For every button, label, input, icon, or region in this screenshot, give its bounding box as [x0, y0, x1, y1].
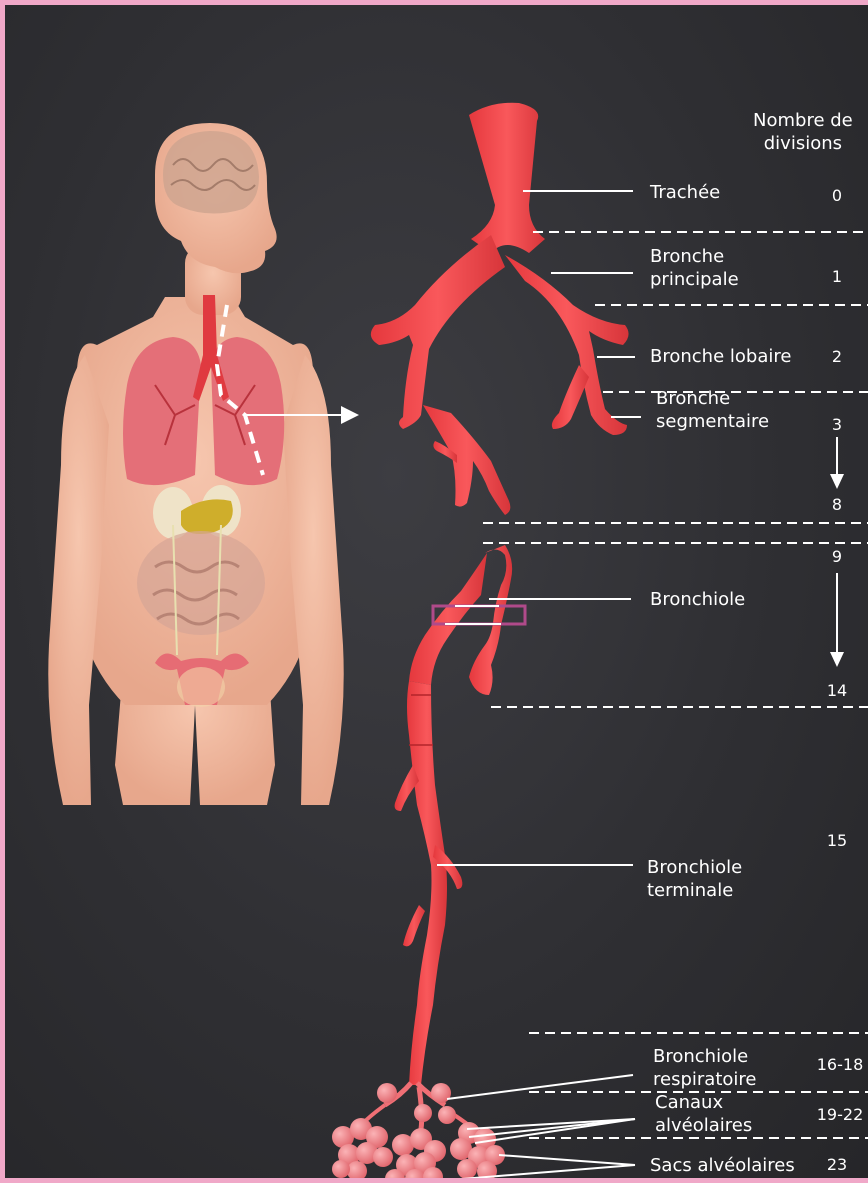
label-bronchiole-respiratoire: Bronchiole respiratoire [653, 1045, 756, 1091]
label-canaux-alveolaires: Canaux alvéolaires [655, 1091, 752, 1137]
label-bronchiole-terminale: Bronchiole terminale [647, 856, 742, 902]
label-bronchiole-terminale-line1: Bronchiole [647, 856, 742, 879]
division-number-3: 3 [817, 415, 857, 435]
label-bronchiole-terminale-line2: terminale [647, 879, 742, 902]
label-bronchiole-text: Bronchiole [650, 589, 745, 610]
label-bronche-principale: Bronche principale [650, 245, 739, 291]
division-number-16-18: 16-18 [811, 1055, 868, 1075]
division-number-14: 14 [817, 681, 857, 701]
label-bronche-principale-line1: Bronche [650, 245, 739, 268]
down-arrow-icon [830, 573, 844, 667]
label-bronche-principale-line2: principale [650, 268, 739, 291]
label-trachee-text: Trachée [650, 182, 720, 203]
label-bronche-segmentaire: Bronche segmentaire [656, 387, 769, 433]
division-number-8: 8 [817, 495, 857, 515]
human-body-figure [48, 123, 343, 805]
label-sacs-alveolaires: Sacs alvéolaires [650, 1154, 795, 1177]
division-number-0: 0 [817, 186, 857, 206]
label-bronche-segmentaire-line2: segmentaire [656, 410, 769, 433]
division-number-1: 1 [817, 267, 857, 287]
divisions-header: Nombre de divisions [753, 109, 853, 155]
label-bronchiole-respiratoire-line1: Bronchiole [653, 1045, 756, 1068]
label-bronchiole: Bronchiole [650, 588, 745, 611]
label-bronche-lobaire: Bronche lobaire [650, 345, 791, 368]
division-number-2: 2 [817, 347, 857, 367]
label-bronchiole-respiratoire-line2: respiratoire [653, 1068, 756, 1091]
label-sacs-alveolaires-text: Sacs alvéolaires [650, 1155, 795, 1176]
label-canaux-alveolaires-line2: alvéolaires [655, 1114, 752, 1137]
label-trachee: Trachée [650, 181, 720, 204]
division-number-23: 23 [817, 1155, 857, 1175]
bronchial-tree [361, 103, 629, 1129]
division-number-9: 9 [817, 547, 857, 567]
divisions-header-line1: Nombre de [753, 109, 853, 132]
label-bronche-lobaire-text: Bronche lobaire [650, 346, 791, 367]
divisions-header-line2: divisions [753, 132, 853, 155]
down-arrow-icon [830, 437, 844, 489]
label-canaux-alveolaires-line1: Canaux [655, 1091, 752, 1114]
division-number-15: 15 [817, 831, 857, 851]
label-bronche-segmentaire-line1: Bronche [656, 387, 769, 410]
division-number-19-22: 19-22 [811, 1105, 868, 1125]
